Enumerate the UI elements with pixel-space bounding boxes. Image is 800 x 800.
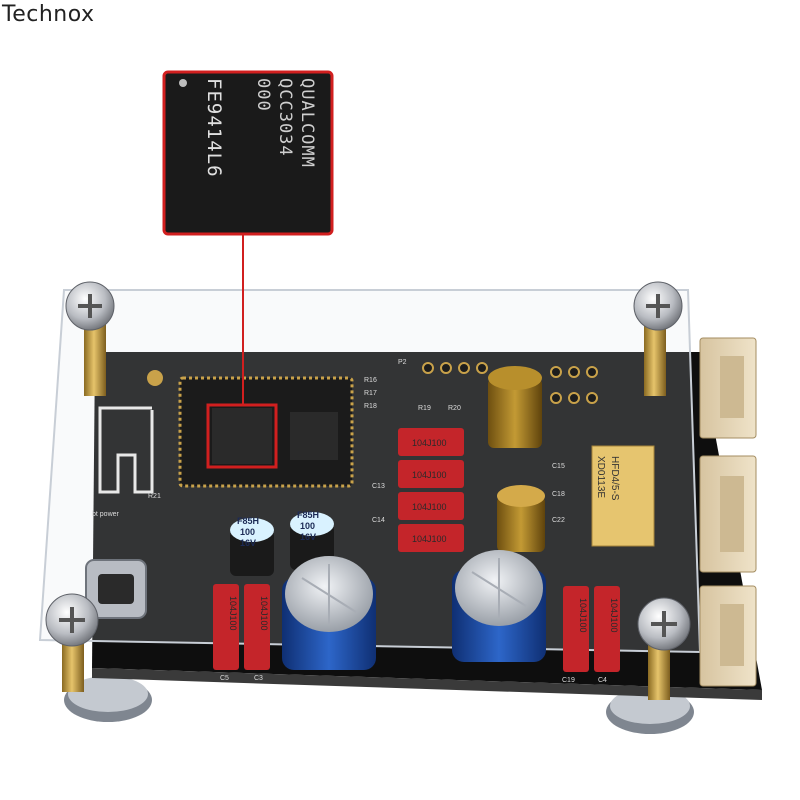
silk-c14: C14: [372, 517, 385, 524]
small-cap-2-l2: 100: [300, 521, 315, 531]
gold-capacitors: [488, 366, 545, 552]
pcb-antenna: [98, 406, 154, 494]
film-cap-label-6: 104J100: [259, 596, 269, 631]
film-cap-label-1: 104J100: [412, 438, 447, 448]
ufl-connector: [147, 370, 163, 386]
silk-r21: R21: [148, 493, 161, 500]
brass-standoffs: [62, 318, 670, 700]
relay-label-1: HFD4/5-S: [609, 456, 620, 501]
chip-text-line4: FE9414L6: [203, 78, 225, 178]
bluetooth-module: [178, 376, 354, 488]
silk-c4: C4: [598, 677, 607, 684]
corner-screws: [45, 281, 691, 651]
usb-c-opening: [98, 574, 134, 604]
small-cap-2-l3: 16V: [300, 532, 316, 542]
film-cap-label-4: 104J100: [412, 534, 447, 544]
silkscreen-labels: bt power P2 R16 R17 R18 R19 R20 C13 C14 …: [92, 359, 607, 684]
small-cap-1-l2: 100: [240, 527, 255, 537]
silk-c18: C18: [552, 491, 565, 498]
film-cap-label-7: 104J100: [578, 598, 588, 633]
silk-c5: C5: [220, 675, 229, 682]
film-capacitors-center: 104J100 104J100 104J100 104J100: [398, 428, 464, 552]
silk-c19: C19: [562, 677, 575, 684]
silk-r19: R19: [418, 405, 431, 412]
small-cap-1-l3: 16V: [240, 538, 256, 548]
silk-p2: P2: [398, 359, 407, 366]
brand-watermark: Technox: [2, 2, 95, 27]
silk-c22: C22: [552, 517, 565, 524]
film-cap-label-5: 104J100: [228, 596, 238, 631]
jst-connectors: [699, 337, 757, 687]
small-capacitors: F85H 100 16V F85H 100 16V: [230, 510, 334, 576]
silk-r16: R16: [364, 377, 377, 384]
chip-text-line1: QUALCOMM: [297, 78, 317, 168]
silk-c3: C3: [254, 675, 263, 682]
film-capacitors-lower: 104J100 104J100 104J100 104J100: [213, 584, 620, 672]
chip-text-line3: 000: [253, 78, 273, 112]
large-blue-capacitors: [282, 550, 546, 670]
silk-r20: R20: [448, 405, 461, 412]
film-cap-label-3: 104J100: [412, 502, 447, 512]
chip-zoom: QUALCOMM QCC3034 000 FE9414L6: [162, 70, 334, 236]
small-cap-1-l1: F85H: [237, 516, 259, 526]
silk-bt-power: bt power: [92, 511, 120, 518]
header-pins: [422, 362, 598, 404]
small-cap-2-l1: F85H: [297, 510, 319, 520]
pin1-dot: [179, 79, 187, 87]
silk-r17: R17: [364, 390, 377, 397]
silk-c13: C13: [372, 483, 385, 490]
silk-r18: R18: [364, 403, 377, 410]
silk-c15: C15: [552, 463, 565, 470]
film-cap-label-2: 104J100: [412, 470, 447, 480]
relay: HFD4/5-S XD0113E: [591, 445, 655, 547]
relay-label-2: XD0113E: [595, 456, 606, 498]
chip-text-line2: QCC3034: [275, 78, 295, 157]
film-cap-label-8: 104J100: [609, 598, 619, 633]
